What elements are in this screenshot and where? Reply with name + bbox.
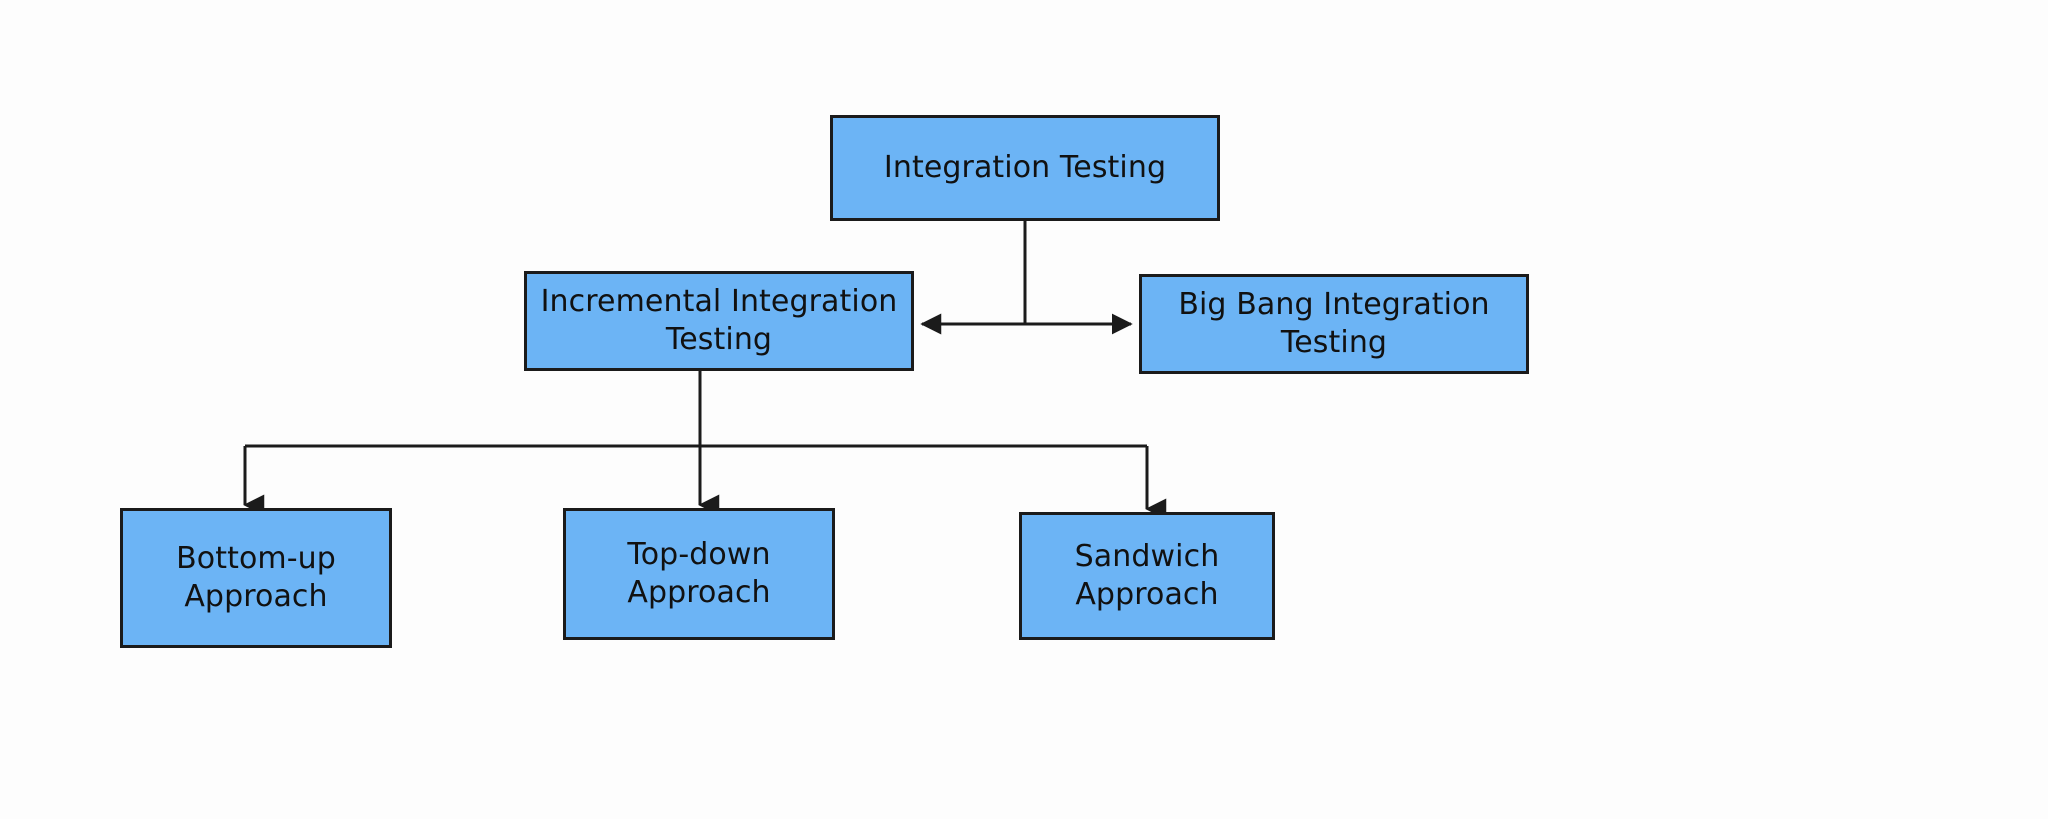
node-bottom-up-approach[interactable]: Bottom-up Approach <box>120 508 392 648</box>
node-integration-testing[interactable]: Integration Testing <box>830 115 1220 221</box>
node-big-bang-integration-testing[interactable]: Big Bang Integration Testing <box>1139 274 1529 374</box>
node-incremental-integration-testing[interactable]: Incremental Integration Testing <box>524 271 914 371</box>
node-top-down-approach[interactable]: Top-down Approach <box>563 508 835 640</box>
node-sandwich-approach[interactable]: Sandwich Approach <box>1019 512 1275 640</box>
